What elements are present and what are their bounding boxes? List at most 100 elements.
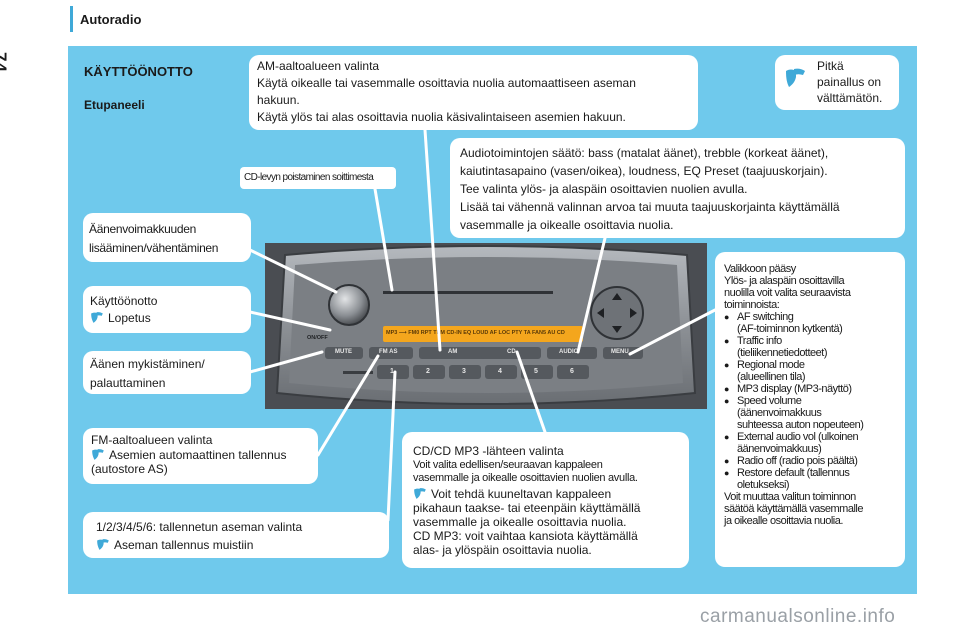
preset-button-6[interactable]: [557, 365, 589, 379]
cd-box-line: Voit valita edellisen/seuraavan kappalee…: [413, 459, 603, 471]
list-item: MP3 display (MP3-näyttö): [724, 383, 898, 395]
menu-option-note: (tieliikennetiedotteet): [737, 347, 828, 359]
audio-box-line: vasemmalle ja oikealle osoittavia nuolia…: [460, 218, 674, 232]
section-header: Autoradio: [80, 12, 142, 27]
cd-box-line: vasemmalle ja oikealle osoittavien nuoli…: [413, 471, 638, 484]
menu-option: Regional mode: [737, 359, 805, 371]
preset-label-6: 6: [570, 368, 574, 375]
audio-box-line: Tee valinta ylös- ja alaspäin osoittavie…: [460, 182, 748, 196]
mute-box: Äänen mykistäminen/ palauttaminen: [83, 351, 251, 394]
water-drop-icon: [97, 539, 109, 550]
audio-box-line: kaiutintasapaino (vasen/oikea), loudness…: [460, 164, 828, 178]
preset-button-2[interactable]: [413, 365, 445, 379]
mute-box-line: Äänen mykistäminen/: [90, 357, 205, 371]
list-item: AF switching(AF-toiminnon kytkentä): [724, 311, 898, 335]
volume-box-line: lisääminen/vähentäminen: [89, 241, 219, 255]
preset-label-4: 4: [498, 368, 502, 375]
audio-button-label: AUDIO: [559, 349, 579, 355]
menu-option: Traffic info: [737, 335, 782, 347]
menu-option: Speed volume: [737, 395, 802, 407]
menu-box-line: toiminnoista:: [724, 299, 780, 311]
menu-box-line: nuolilla voit valita seuraavista: [724, 287, 851, 299]
page-subtitle: Etupaneeli: [84, 98, 145, 112]
list-item: Regional mode(alueellinen tila): [724, 359, 898, 383]
power-box: Käyttöönotto Lopetus: [83, 286, 251, 333]
menu-box-line: ja oikealle osoittavia nuolia.: [724, 515, 843, 527]
footer-watermark: carmanualsonline.info: [700, 606, 896, 627]
cd-source-box: CD/CD MP3 -lähteen valinta Voit valita e…: [402, 432, 689, 568]
preset-box-line: 1/2/3/4/5/6: tallennetun aseman valinta: [96, 520, 303, 534]
radio-illustration: [265, 243, 707, 409]
preset-button-4[interactable]: [485, 365, 517, 379]
preset-box: 1/2/3/4/5/6: tallennetun aseman valinta …: [83, 512, 389, 558]
am-band-box: AM-aaltoalueen valinta Käytä oikealle ta…: [249, 55, 698, 130]
menu-option: External audio vol (ulkoinen: [737, 431, 859, 443]
arrow-down-icon[interactable]: [612, 326, 622, 333]
am-box-line: Käytä oikealle tai vasemmalle osoittavia…: [257, 76, 636, 90]
menu-box: Valikkoon pääsy Ylös- ja alaspäin osoitt…: [715, 252, 905, 567]
cd-box-line: Voit tehdä kuuneltavan kappaleen: [413, 486, 679, 501]
arrow-up-icon[interactable]: [612, 293, 622, 300]
cd-box-line: pikahaun taakse- tai eteenpäin käyttämäl…: [413, 501, 641, 515]
section-accent-bar: [70, 6, 73, 32]
long-press-line: Pitkä: [817, 59, 844, 73]
preset-button-3[interactable]: [449, 365, 481, 379]
am-box-line: AM-aaltoalueen valinta: [257, 59, 380, 73]
volume-box: Äänenvoimakkuuden lisääminen/vähentämine…: [83, 213, 251, 262]
cd-box-line: CD/CD MP3 -lähteen valinta: [413, 444, 564, 458]
menu-options-list: AF switching(AF-toiminnon kytkentä) Traf…: [724, 311, 898, 491]
preset-label-3: 3: [462, 368, 466, 375]
fm-autostore-label: Asemien automaattinen tallennus: [109, 448, 287, 462]
preset-label-1: 1: [390, 368, 394, 375]
fm-band-box: FM-aaltoalueen valinta Asemien automaatt…: [83, 428, 318, 484]
radio-front-panel: MP3 ⟶ FM0 RPT TPM CD-IN EQ LOUD AF LOC P…: [265, 243, 707, 409]
mute-box-line: palauttaminen: [90, 376, 166, 390]
preset-label-5: 5: [534, 368, 538, 375]
cd-box-line: CD MP3: voit vaihtaa kansiota käyttämäll…: [413, 529, 638, 543]
menu-option: Radio off (radio pois päältä): [737, 455, 858, 467]
audio-box-line: Audiotoimintojen säätö: bass (matalat ää…: [460, 146, 829, 160]
menu-option-note: oletukseksi): [737, 479, 790, 491]
water-drop-icon: [414, 488, 426, 499]
preset-box-line: Aseman tallennus muistiin: [96, 536, 376, 554]
menu-option-note: suhteessa auton nopeuteen): [737, 419, 864, 431]
menu-box-line: Ylös- ja alaspäin osoittavilla: [724, 275, 845, 287]
fm-as-button[interactable]: [369, 347, 413, 359]
menu-option: MP3 display (MP3-näyttö): [737, 383, 852, 395]
menu-option: AF switching: [737, 311, 794, 323]
menu-box-line: Valikkoon pääsy: [724, 263, 796, 275]
fm-button-label: FM AS: [379, 349, 398, 355]
menu-option-note: (AF-toiminnon kytkentä): [737, 323, 843, 335]
list-item: Radio off (radio pois päältä): [724, 455, 898, 467]
menu-option-note: (alueellinen tila): [737, 371, 806, 383]
water-drop-icon: [91, 312, 103, 323]
fm-box-line: FM-aaltoalueen valinta: [91, 433, 213, 447]
power-off-label: Lopetus: [108, 311, 151, 325]
am-button-label: AM: [448, 349, 458, 355]
fm-box-line: Asemien automaattinen tallennus: [91, 447, 310, 462]
cd-eject-label: CD-levyn poistaminen soittimesta: [240, 167, 396, 189]
long-press-line: välttämätön.: [817, 91, 883, 105]
water-drop-icon: [786, 68, 805, 87]
radio-display-text: MP3 ⟶ FM0 RPT TPM CD-IN EQ LOUD AF LOC P…: [386, 330, 565, 336]
menu-box-line: säätöä käyttämällä vasemmalle: [724, 503, 863, 515]
audio-settings-box: Audiotoimintojen säätö: bass (matalat ää…: [450, 138, 905, 238]
cd-button-label: CD: [507, 349, 516, 355]
menu-option-note: äänenvoimakkuus): [737, 443, 822, 455]
long-press-hint-box: Pitkä painallus on välttämätön.: [775, 55, 899, 110]
preset-store-label: Aseman tallennus muistiin: [114, 538, 254, 552]
menu-option-note: (äänenvoimakkuus: [737, 407, 822, 419]
cd-box-line: vasemmalle ja oikealle osoittavia nuolia…: [413, 515, 627, 529]
volume-box-line: Äänenvoimakkuuden: [89, 222, 196, 236]
audio-box-line: Lisää tai vähennä valinnan arvoa tai muu…: [460, 200, 840, 214]
preset-label-2: 2: [426, 368, 430, 375]
menu-box-line: Voit muuttaa valitun toiminnon: [724, 491, 856, 503]
mute-button-label: MUTE: [335, 349, 352, 355]
cd-fast-search-label: Voit tehdä kuuneltavan kappaleen: [431, 487, 612, 501]
radio-trim: [343, 371, 373, 374]
volume-knob[interactable]: [328, 284, 370, 326]
power-button-label[interactable]: ON/OFF: [307, 335, 328, 341]
water-drop-icon: [92, 449, 104, 460]
